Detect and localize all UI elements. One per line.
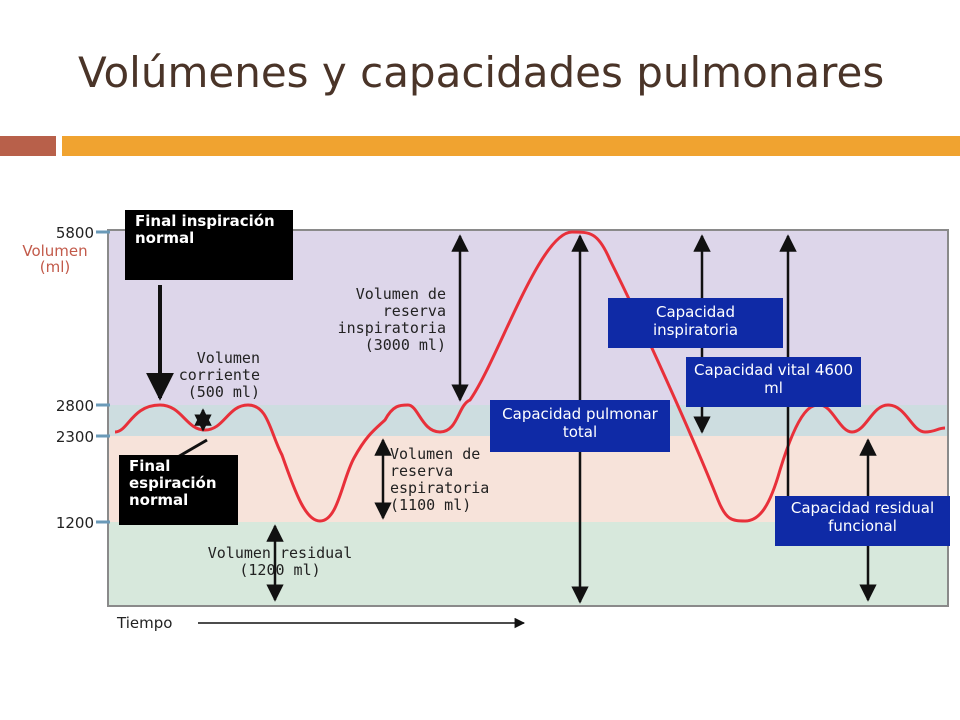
time-axis-label: Tiempo (117, 614, 173, 632)
capacidad-residual-funcional-box: Capacidad residual funcional (775, 496, 950, 546)
tick-label-5800: 5800 (55, 224, 94, 242)
tick-label-2800: 2800 (55, 397, 94, 415)
final-espiracion-box: Final espiración normal (119, 455, 238, 525)
final-inspiracion-box: Final inspiración normal (125, 210, 293, 280)
accent-bar-right (62, 136, 960, 156)
capacidad-vital-box: Capacidad vital 4600 ml (686, 357, 861, 407)
plot-frame (107, 229, 949, 607)
volumen-reserva-espiratoria-label: Volumen de reserva espiratoria (1100 ml) (390, 445, 490, 514)
volumen-reserva-inspiratoria-label: Volumen de reserva inspiratoria (3000 ml… (337, 285, 446, 354)
capacidad-pulmonar-total-box: Capacidad pulmonar total (490, 400, 670, 452)
tick-label-2300: 2300 (55, 428, 94, 446)
axis-unit-label: Volumen (ml) (22, 242, 88, 276)
capacidad-inspiratoria-box: Capacidad inspiratoria (608, 298, 783, 348)
accent-bar-left (0, 136, 56, 156)
volumen-residual-label: Volumen residual (1200 ml) (207, 544, 353, 579)
page-title: Volúmenes y capacidades pulmonares (78, 48, 885, 97)
tick-label-1200: 1200 (55, 514, 94, 532)
volumen-corriente-label: Volumen corriente (500 ml) (178, 349, 260, 401)
